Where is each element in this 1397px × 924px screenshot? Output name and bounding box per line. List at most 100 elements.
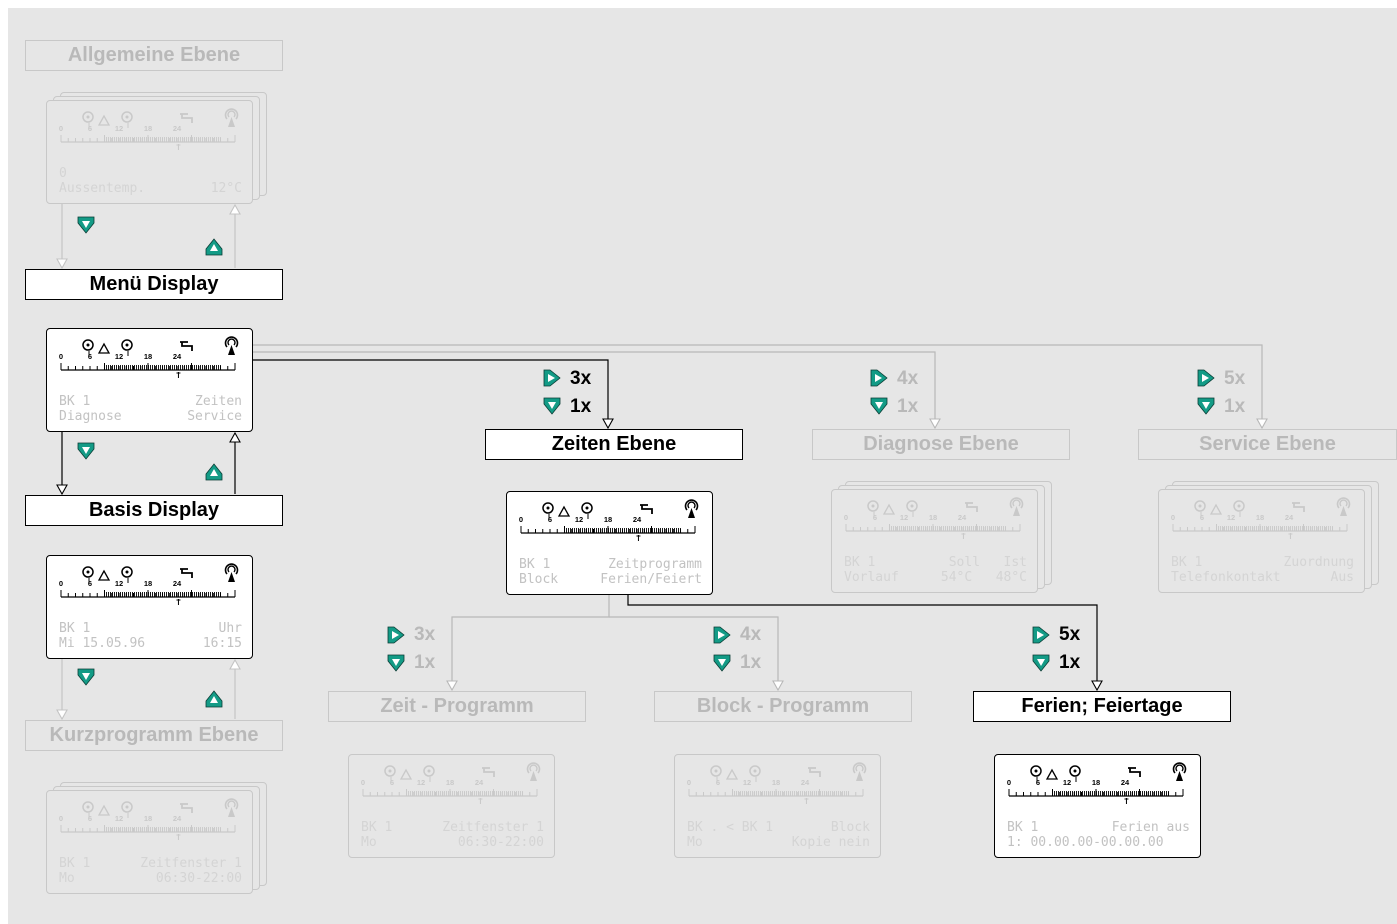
burner-1-icon xyxy=(542,502,554,519)
key-count-down: 1x xyxy=(897,396,919,417)
level-kurzprogramm-ebene: Kurzprogramm Ebene xyxy=(25,720,283,751)
key-count-right: 3x xyxy=(570,368,592,389)
warning-triangle-icon xyxy=(97,804,111,816)
hot-water-tap-icon xyxy=(180,568,193,578)
hot-water-tap-icon xyxy=(965,502,978,512)
burner-2-icon xyxy=(1069,765,1081,782)
arrowhead xyxy=(56,484,68,496)
warning-triangle-icon xyxy=(97,114,111,126)
key-count-down: 1x xyxy=(570,396,592,417)
burner-1-icon xyxy=(384,765,396,782)
radio-signal-icon xyxy=(684,499,699,518)
warning-triangle-icon xyxy=(725,768,739,780)
warning-triangle-icon xyxy=(882,503,896,515)
scale-tick-label: 0 xyxy=(1171,513,1175,522)
arrowhead xyxy=(229,203,241,215)
scale-tick-label: 0 xyxy=(687,778,691,787)
burner-2-icon xyxy=(121,566,133,583)
scale-tick-label: 12 xyxy=(900,513,908,522)
scale-tick-label: 24 xyxy=(173,124,182,133)
burner-2-icon xyxy=(121,801,133,818)
scale-tick-label: 24 xyxy=(958,513,967,522)
hot-water-tap-icon xyxy=(180,113,193,123)
hot-water-tap-icon xyxy=(1128,767,1141,777)
right-arrow-key-icon xyxy=(870,369,888,387)
scale-tick-label: 12 xyxy=(743,778,751,787)
level-menu-display: Menü Display xyxy=(25,269,283,300)
scale-tick-label: 18 xyxy=(144,124,152,133)
scale-tick-label: 18 xyxy=(604,515,612,524)
burner-1-icon xyxy=(82,339,94,356)
time-scale: 0 6 12 18 24 xyxy=(844,513,1021,539)
down-arrow-key-icon xyxy=(77,668,95,686)
level-service-ebene: Service Ebene xyxy=(1138,429,1397,460)
burner-1-icon xyxy=(82,111,94,128)
scale-tick-label: 18 xyxy=(144,814,152,823)
scale-tick-label: 0 xyxy=(59,124,63,133)
burner-2-icon xyxy=(423,765,435,782)
scale-tick-label: 18 xyxy=(144,579,152,588)
scale-tick-label: 18 xyxy=(446,778,454,787)
scale-tick-label: 12 xyxy=(1063,778,1071,787)
key-count-down: 1x xyxy=(1059,652,1081,673)
scale-tick-label: 0 xyxy=(59,352,63,361)
down-arrow-key-icon xyxy=(1197,397,1215,415)
scale-tick-label: 18 xyxy=(929,513,937,522)
level-allgemeine-ebene: Allgemeine Ebene xyxy=(25,40,283,71)
radio-signal-icon xyxy=(526,762,541,781)
arrowhead xyxy=(229,658,241,670)
burner-1-icon xyxy=(82,566,94,583)
right-arrow-key-icon xyxy=(387,626,405,644)
down-arrow-key-icon xyxy=(1032,654,1050,672)
warning-triangle-icon xyxy=(97,342,111,354)
key-count-right: 3x xyxy=(414,624,436,645)
scale-tick-label: 6 xyxy=(548,515,552,524)
scale-tick-label: 6 xyxy=(88,124,92,133)
scale-tick-label: 0 xyxy=(361,778,365,787)
hot-water-tap-icon xyxy=(1292,502,1305,512)
burner-1-icon xyxy=(82,801,94,818)
scale-tick-label: 0 xyxy=(59,579,63,588)
down-arrow-key-icon xyxy=(77,216,95,234)
level-block-programm: Block - Programm xyxy=(654,691,912,722)
level-ferien-feiertage: Ferien; Feiertage xyxy=(973,691,1231,722)
arrowhead xyxy=(1256,418,1268,430)
scale-tick-label: 12 xyxy=(115,579,123,588)
connector-line xyxy=(253,351,936,428)
key-count-right: 4x xyxy=(897,368,919,389)
radio-signal-icon xyxy=(224,798,239,817)
scale-tick-label: 12 xyxy=(417,778,425,787)
scale-tick-label: 24 xyxy=(173,352,182,361)
scale-tick-label: 6 xyxy=(88,814,92,823)
up-arrow-key-icon xyxy=(205,463,223,481)
warning-triangle-icon xyxy=(1209,503,1223,515)
arrowhead xyxy=(602,418,614,430)
scale-tick-label: 6 xyxy=(873,513,877,522)
scale-tick-label: 18 xyxy=(1092,778,1100,787)
burner-1-icon xyxy=(867,500,879,517)
scale-tick-label: 6 xyxy=(390,778,394,787)
scale-tick-label: 0 xyxy=(844,513,848,522)
key-count-down: 1x xyxy=(1224,396,1246,417)
scale-tick-label: 6 xyxy=(88,579,92,588)
hot-water-tap-icon xyxy=(640,504,653,514)
down-arrow-key-icon xyxy=(543,397,561,415)
key-count-down: 1x xyxy=(740,652,762,673)
burner-2-icon xyxy=(1233,500,1245,517)
burner-2-icon xyxy=(749,765,761,782)
connector-line xyxy=(627,595,1098,690)
down-arrow-key-icon xyxy=(387,654,405,672)
scale-tick-label: 6 xyxy=(88,352,92,361)
up-arrow-key-icon xyxy=(205,238,223,256)
burner-1-icon xyxy=(710,765,722,782)
